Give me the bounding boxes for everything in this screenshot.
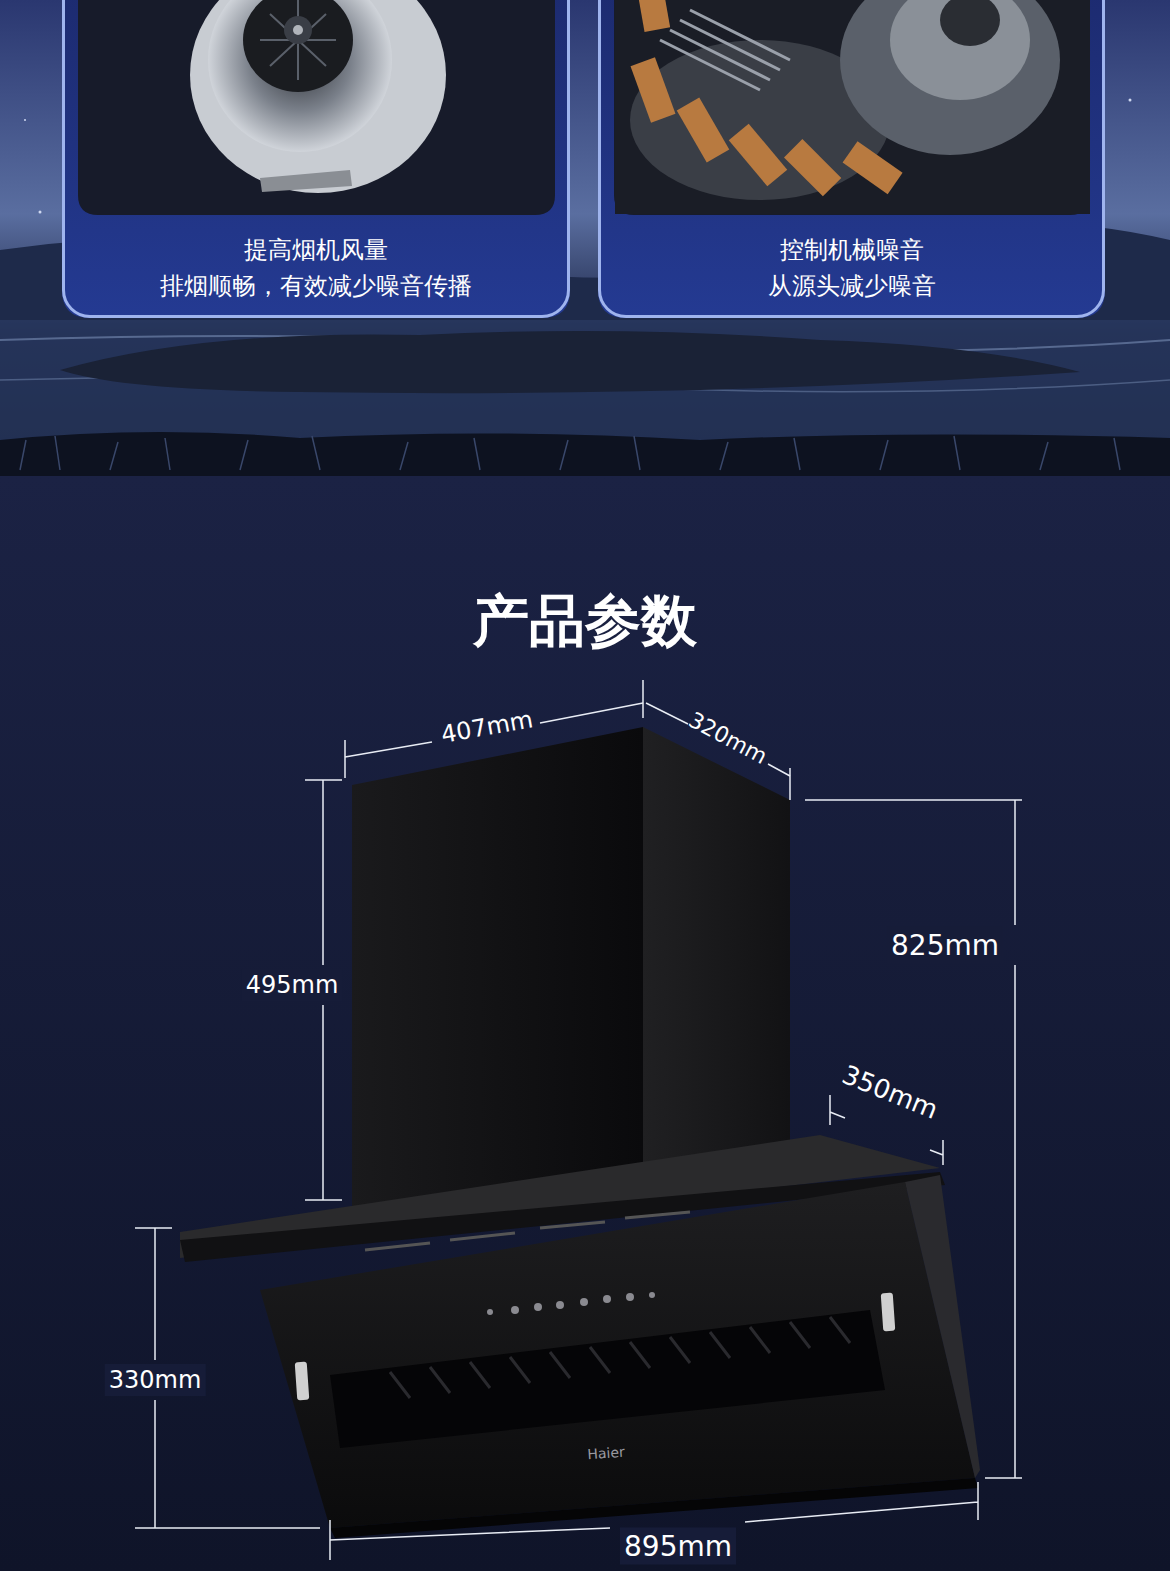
panel-caption: 从源头减少噪音: [601, 268, 1102, 304]
dimension-label: 407mm: [439, 705, 535, 749]
panel-caption: 提高烟机风量: [65, 232, 567, 268]
brand-logo: Haier: [587, 1444, 625, 1463]
dimension-label: 330mm: [105, 1364, 206, 1396]
feature-panel: 提高烟机风量排烟顺畅，有效减少噪音传播: [62, 0, 570, 318]
dimension-label: 495mm: [242, 969, 343, 1001]
dimension-label: 895mm: [620, 1528, 736, 1565]
section-title: 产品参数: [473, 584, 697, 660]
dimension-label: 825mm: [887, 927, 1003, 964]
panel-caption: 控制机械噪音: [601, 232, 1102, 268]
dimension-label: 320mm: [685, 707, 772, 769]
dimension-label: 350mm: [838, 1059, 942, 1124]
panel-caption: 排烟顺畅，有效减少噪音传播: [65, 268, 567, 304]
feature-panel: 控制机械噪音从源头减少噪音: [598, 0, 1105, 318]
